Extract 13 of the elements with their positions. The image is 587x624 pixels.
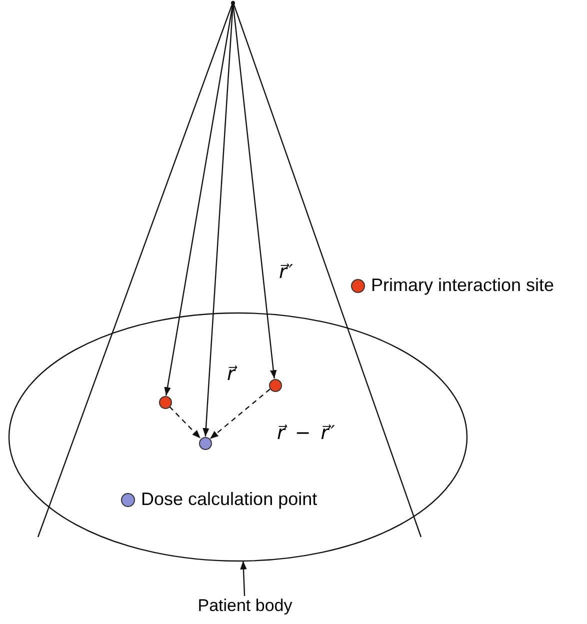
arrow (202, 4, 234, 437)
leader-line (240, 560, 247, 596)
beam-source-point (231, 1, 235, 5)
interaction-site-dot (268, 378, 282, 392)
arrow (232, 4, 277, 379)
dose-point-dot (198, 436, 212, 450)
arrow (169, 406, 201, 439)
interaction-site-dot (158, 396, 172, 408)
part-label: Patient body (190, 596, 300, 616)
arrow (164, 4, 234, 396)
legend-label: Dose calculation point (141, 489, 318, 510)
arrow (210, 388, 270, 440)
legend-label: Primary interaction site (371, 275, 554, 296)
